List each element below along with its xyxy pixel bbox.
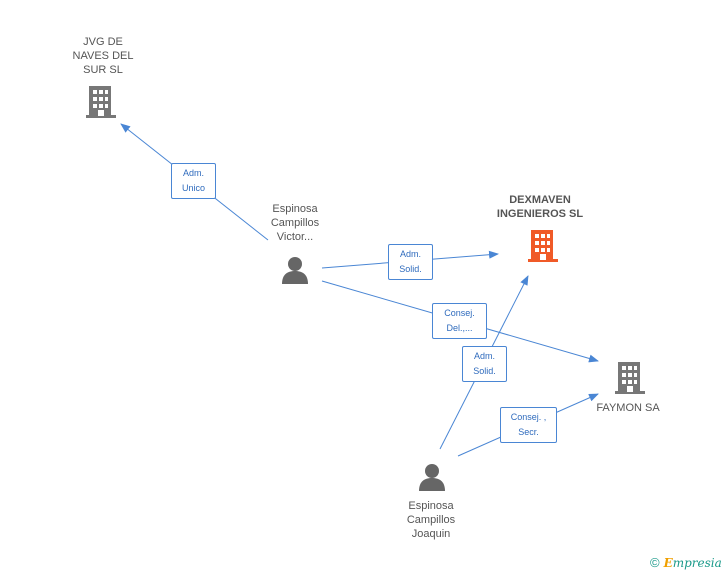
person-icon	[282, 257, 308, 284]
building-icon	[615, 362, 645, 394]
edge-label-victor-jvg[interactable]: Adm. Unico	[171, 163, 216, 199]
person-label-victor[interactable]: Espinosa Campillos Victor...	[270, 203, 320, 243]
company-label-jvg[interactable]: JVG DE NAVES DEL SUR SL	[72, 36, 134, 76]
footer-brand: © Empresia	[650, 555, 722, 570]
person-icon	[419, 464, 445, 491]
person-label-joaquin[interactable]: Espinosa Campillos Joaquin	[406, 500, 456, 540]
brand-initial: E	[663, 555, 673, 570]
edge-label-joaquin-faymon[interactable]: Consej. , Secr.	[500, 407, 557, 443]
company-label-faymon[interactable]: FAYMON SA	[596, 402, 660, 414]
edge-label-joaquin-dexmaven[interactable]: Adm. Solid.	[462, 346, 507, 382]
building-icon	[528, 230, 558, 262]
brand-rest: mpresia	[672, 555, 722, 570]
building-icon	[86, 86, 116, 118]
company-label-dexmaven[interactable]: DEXMAVEN INGENIEROS SL	[496, 194, 584, 220]
edge-label-victor-dexmaven[interactable]: Adm. Solid.	[388, 244, 433, 280]
edge-label-victor-faymon[interactable]: Consej. Del.,...	[432, 303, 487, 339]
empresia-logo: Empresia	[664, 556, 722, 570]
copyright-symbol: ©	[650, 555, 660, 570]
